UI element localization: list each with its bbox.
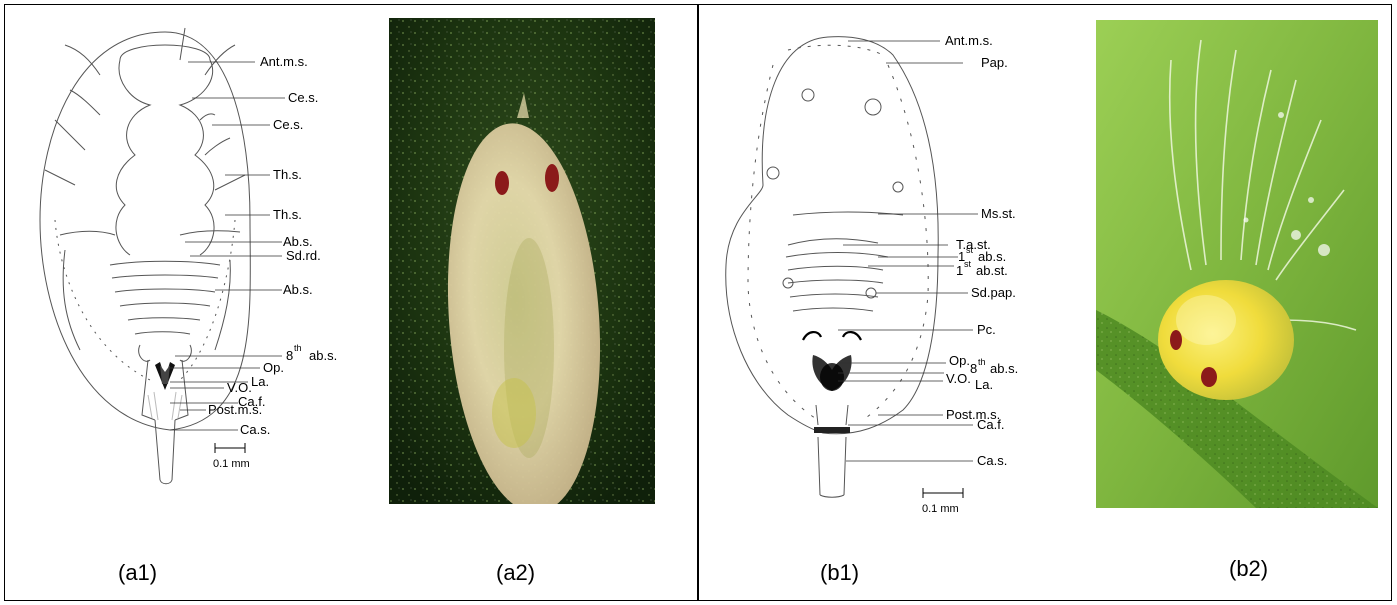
photo-a2 (389, 18, 655, 504)
eye-spot-b-right (1201, 367, 1217, 387)
label-b-1st-ab-s: ab.s. (978, 249, 1006, 264)
label-a-cas: Ca.s. (240, 422, 270, 437)
label-a-ab-s-2: Ab.s. (283, 282, 313, 297)
label-b-cas: Ca.s. (977, 453, 1007, 468)
label-a-vo: V.O. (227, 380, 252, 395)
label-a-th-s-2: Th.s. (273, 207, 302, 222)
label-a-ce-s-1: Ce.s. (288, 90, 318, 105)
label-a-ab-s-1: Ab.s. (283, 234, 313, 249)
label-b-caf: Ca.f. (977, 417, 1004, 432)
label-b-ms-st: Ms.st. (981, 206, 1016, 221)
label-b-sd-pap: Sd.pap. (971, 285, 1016, 300)
drawing-b1-svg: 0.1 mm Ant.m.s. Pap. Ms.st. T.a.st. 1 st… (718, 25, 1068, 525)
label-b-pc: Pc. (977, 322, 996, 337)
label-b-la: La. (975, 377, 993, 392)
label-b-ant-ms: Ant.m.s. (945, 33, 993, 48)
label-a-8th-rest: ab.s. (309, 348, 337, 363)
photo-a2-svg (389, 18, 655, 504)
panel-divider (697, 4, 699, 601)
label-a-th-s-1: Th.s. (273, 167, 302, 182)
label-a-8th-sup: th (294, 343, 302, 353)
caption-a2: (a2) (496, 560, 535, 586)
eye-spot-right (545, 164, 559, 192)
caption-a1: (a1) (118, 560, 157, 586)
label-a-ant-ms: Ant.m.s. (260, 54, 308, 69)
eye-spot-b-left (1170, 330, 1182, 350)
caption-b1: (b1) (820, 560, 859, 586)
label-a-la: La. (251, 374, 269, 389)
label-b-8th-num: 8 (970, 361, 977, 376)
label-a-op: Op. (263, 360, 284, 375)
label-b-8th-sup: th (978, 357, 986, 367)
label-b-1st-ab-st: ab.st. (976, 263, 1008, 278)
eye-spot-left (495, 171, 509, 195)
label-a-8th-num: 8 (286, 348, 293, 363)
label-a-post-ms: Post.m.s. (208, 402, 262, 417)
drawing-a1: 0.1 mm Ant.m.s. Ce.s. Ce.s. Th.s. Th.s. … (20, 20, 380, 490)
caption-b2: (b2) (1229, 556, 1268, 582)
label-a-sd-rd: Sd.rd. (286, 248, 321, 263)
photo-b2-svg (1096, 20, 1378, 508)
label-b-op: Op. (949, 353, 970, 368)
label-b-pap: Pap. (981, 55, 1008, 70)
label-b-1st-sup-b: st (964, 259, 972, 269)
drawing-a1-svg: 0.1 mm Ant.m.s. Ce.s. Ce.s. Th.s. Th.s. … (20, 20, 380, 490)
label-a-ce-s-2: Ce.s. (273, 117, 303, 132)
scale-label: 0.1 mm (213, 458, 250, 470)
scale-label-b: 0.1 mm (922, 503, 959, 515)
photo-b2 (1096, 20, 1378, 508)
label-b-vo: V.O. (946, 371, 971, 386)
label-b-1st-num-b: 1 (956, 263, 963, 278)
drawing-b1: 0.1 mm Ant.m.s. Pap. Ms.st. T.a.st. 1 st… (718, 25, 1068, 525)
label-b-1st-sup-a: st (966, 245, 974, 255)
label-b-8th-ab-s: ab.s. (990, 361, 1018, 376)
